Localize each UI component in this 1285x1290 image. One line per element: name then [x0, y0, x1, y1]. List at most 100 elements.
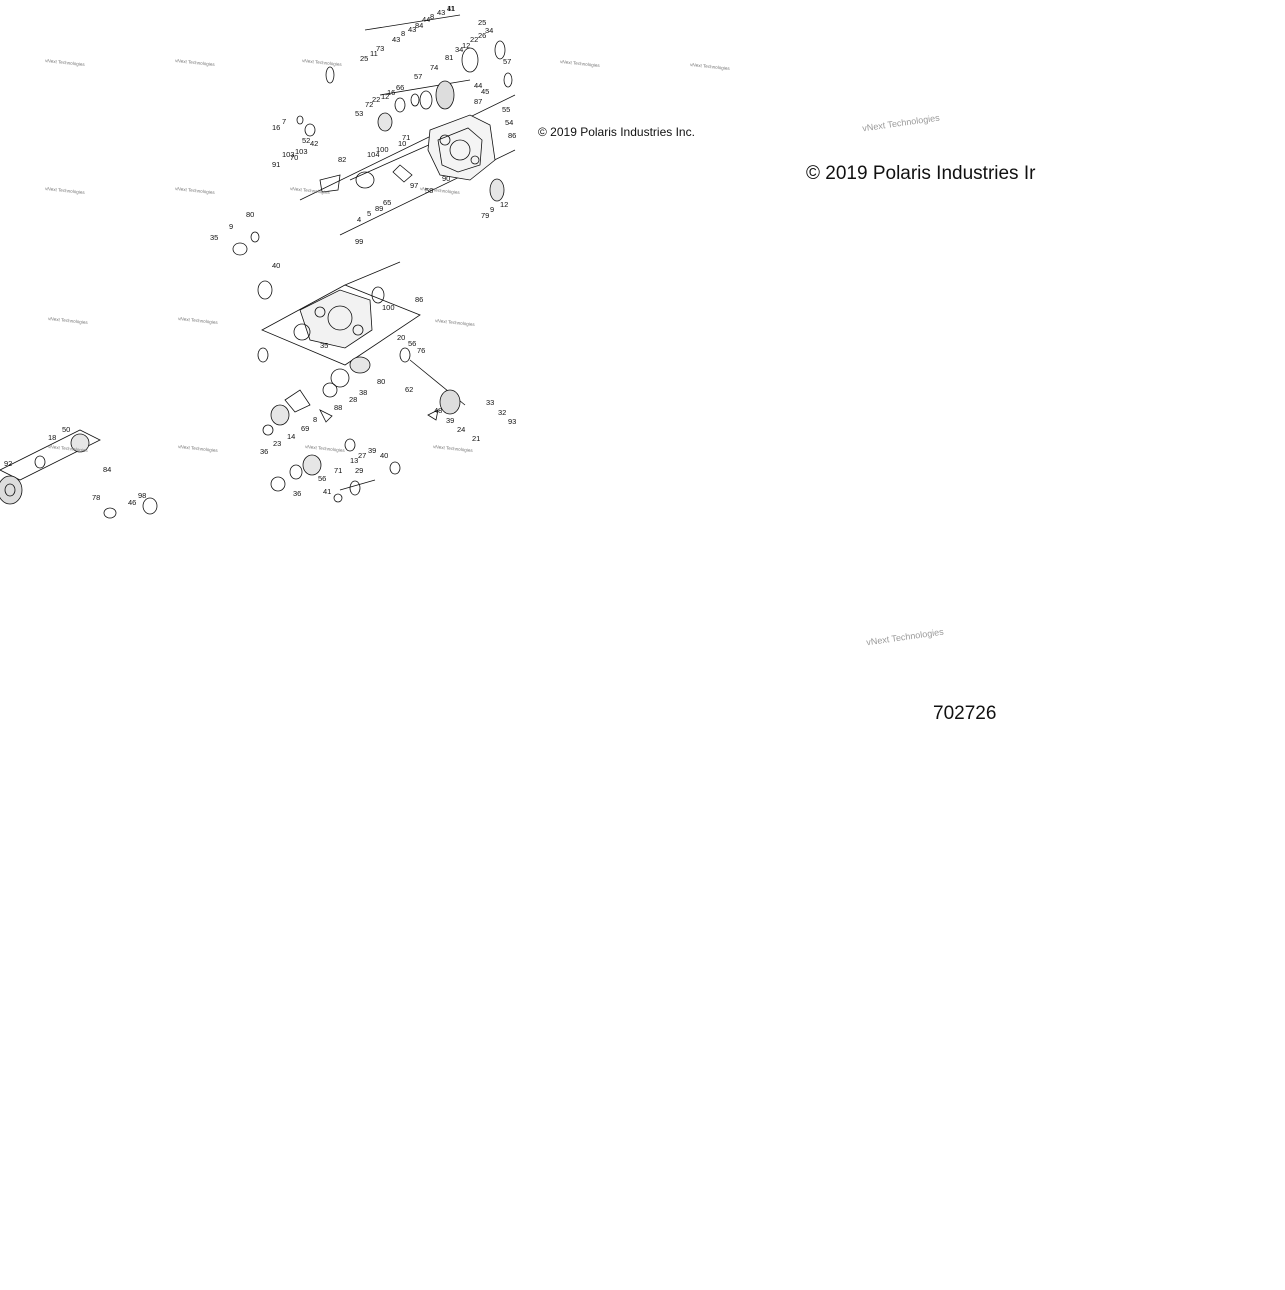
watermark-small: vNext Technologies	[290, 186, 331, 195]
watermark-layer: vNext Technologies vNext Technologies vNex…	[45, 58, 731, 453]
copyright-notice-large: © 2019 Polaris Industries Ir	[806, 163, 1036, 184]
part-number-label: 92	[4, 459, 12, 468]
part-number-label: 74	[430, 63, 438, 72]
part-number-label: 56	[318, 474, 326, 483]
part-number-label: 28	[349, 395, 357, 404]
part-number-label: 99	[355, 237, 363, 246]
part-number-label: 9	[229, 222, 233, 231]
part-number-label: 12	[500, 200, 508, 209]
part-number-label: 12	[462, 41, 470, 50]
watermark-small: vNext Technologies	[302, 58, 343, 67]
part-number-label: 65	[383, 198, 391, 207]
part-number-label: 34	[455, 45, 463, 54]
part-number-label: 84	[415, 21, 423, 30]
part-number-label: 25	[360, 54, 368, 63]
part-number-label: 22	[372, 95, 380, 104]
part-number-label: 8	[313, 415, 317, 424]
part-number-label: 78	[92, 493, 100, 502]
copyright-notice-small: © 2019 Polaris Industries Inc.	[538, 125, 695, 139]
part-number-label: 100	[382, 303, 395, 312]
part-number-label: 41	[447, 4, 455, 13]
part-number-label: 11	[447, 4, 455, 13]
part-number-label: 27	[358, 451, 366, 460]
part-number-label: 24	[457, 425, 465, 434]
part-number-label: 14	[287, 432, 295, 441]
part-number-label: 5	[367, 209, 371, 218]
part-number-label: 90	[442, 174, 450, 183]
part-number-label: 36	[260, 447, 268, 456]
part-number-label: 23	[273, 439, 281, 448]
watermark-small: vNext Technologies	[45, 186, 86, 195]
watermark-small: vNext Technologies	[48, 316, 89, 325]
part-number-label: 44	[422, 15, 430, 24]
part-number-label: 11	[370, 49, 378, 58]
part-number-label: 93	[508, 417, 516, 426]
part-number-label: 39	[368, 446, 376, 455]
watermark-small: vNext Technologies	[45, 58, 86, 67]
part-number-label: 40	[380, 451, 388, 460]
part-number-label: 4	[357, 215, 361, 224]
part-number-label: 57	[503, 57, 511, 66]
part-number-label: 20	[397, 333, 405, 342]
part-number-label: 84	[103, 465, 111, 474]
part-number-label: 57	[414, 72, 422, 81]
part-number-label: 39	[446, 416, 454, 425]
watermark-small: vNext Technologies	[433, 444, 474, 453]
part-number-label: 88	[334, 403, 342, 412]
part-number-label: 58	[425, 186, 433, 195]
part-number-label: 16	[387, 88, 395, 97]
part-number-label: 97	[410, 181, 418, 190]
part-number-label: 18	[48, 433, 56, 442]
part-number-label: 69	[301, 424, 309, 433]
part-number-label: 100	[376, 145, 389, 154]
part-number-label: 43	[408, 25, 416, 34]
watermark-small: vNext Technologies	[178, 316, 219, 325]
part-number-label: 36	[293, 489, 301, 498]
part-number-label: 98	[138, 491, 146, 500]
part-number-label: 80	[377, 377, 385, 386]
part-number-label: 53	[355, 109, 363, 118]
part-number-label: 72	[365, 100, 373, 109]
part-number-label: 89	[375, 204, 383, 213]
part-number-label: 82	[338, 155, 346, 164]
middle-assembly-linework	[257, 261, 466, 503]
part-number-label: 7	[282, 117, 286, 126]
part-number-label: 79	[481, 211, 489, 220]
part-number-label: 87	[474, 97, 482, 106]
part-number-label: 44	[474, 81, 482, 90]
part-number-label: 12	[381, 92, 389, 101]
part-number-label: 21	[472, 434, 480, 443]
part-number-label: 35	[320, 341, 328, 350]
part-number-label: 42	[310, 139, 318, 148]
part-number-label: 86	[508, 131, 516, 140]
watermark-small: vNext Technologies	[178, 444, 219, 453]
part-number-label: 73	[376, 44, 384, 53]
figure-number: 702726	[933, 703, 997, 724]
left-assembly-linework	[0, 231, 260, 519]
part-number-label: 45	[481, 87, 489, 96]
watermark-small: vNext Technologies	[435, 318, 476, 327]
top-assembly-linework	[296, 14, 516, 236]
part-number-label: 13	[350, 456, 358, 465]
part-number-label: 35	[210, 233, 218, 242]
part-number-label: 9	[490, 205, 494, 214]
watermark-small: vNext Technologies	[305, 444, 346, 453]
part-number-label: 16	[272, 123, 280, 132]
part-number-label: 10	[398, 139, 406, 148]
part-number-label: 50	[62, 425, 70, 434]
part-number-label: 33	[486, 398, 494, 407]
part-number-label: 55	[502, 105, 510, 114]
part-number-label: 86	[415, 295, 423, 304]
part-number-label: 38	[359, 388, 367, 397]
watermark-small: vNext Technologies	[560, 59, 601, 68]
part-number-label: 48	[434, 406, 442, 415]
part-number-label: 76	[417, 346, 425, 355]
part-number-label: 71	[402, 133, 410, 142]
part-number-label: 32	[498, 408, 506, 417]
part-number-label: 103	[282, 150, 295, 159]
part-number-label: 43	[392, 35, 400, 44]
watermark-small: vNext Technologies	[175, 186, 216, 195]
